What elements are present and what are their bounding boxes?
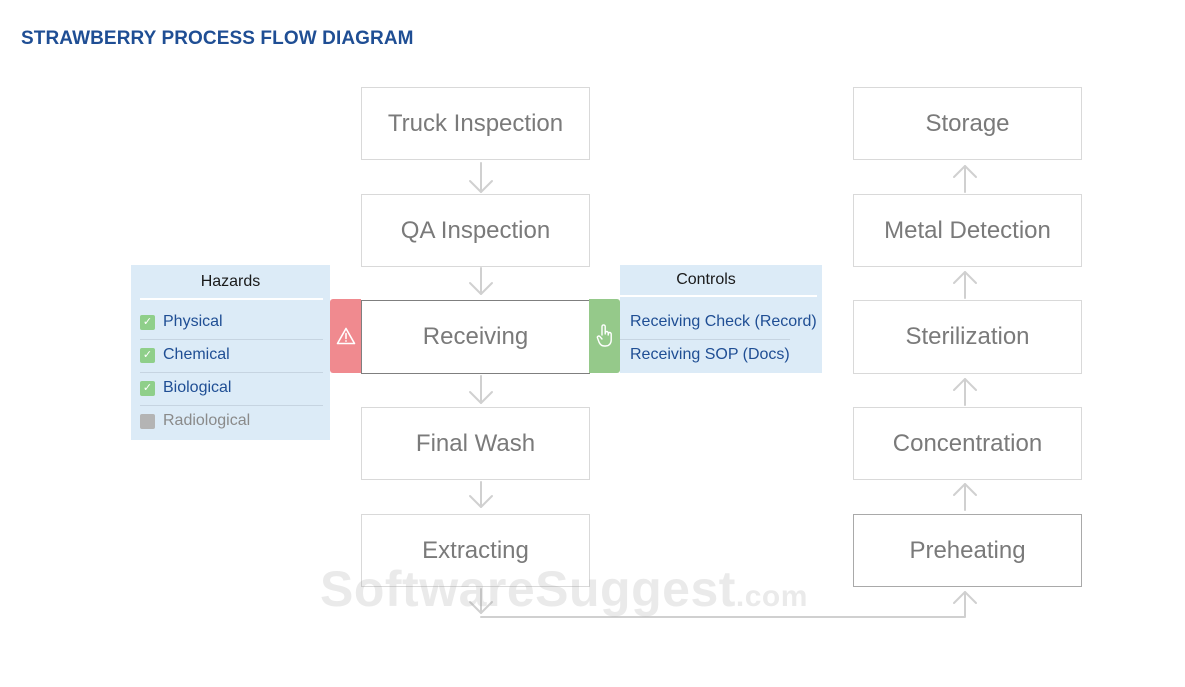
step-preheating[interactable]: Preheating [853,514,1082,587]
arrow-down-5 [469,588,493,614]
hazards-title: Hazards [200,273,261,290]
unchecked-box-icon[interactable] [140,413,155,429]
arrow-up-1 [953,483,977,511]
hazard-label: Biological [163,379,232,396]
arrow-down-3 [469,375,493,404]
controls-title-rule [620,295,817,297]
checkmark-icon[interactable]: ✓ [140,314,155,330]
watermark-text: SoftwareSuggest [320,561,736,617]
arrow-up-3 [953,271,977,299]
checkmark-icon[interactable]: ✓ [140,347,155,363]
hazard-item-physical[interactable]: ✓ Physical [140,311,223,333]
watermark: SoftwareSuggest.com [320,560,808,618]
hazard-label: Chemical [163,346,230,363]
step-concentration[interactable]: Concentration [853,407,1082,480]
control-item-receiving-check[interactable]: Receiving Check (Record) [630,313,817,330]
controls-panel [620,265,822,373]
arrow-down-4 [469,481,493,508]
controls-title: Controls [676,271,736,288]
step-qa-inspection[interactable]: QA Inspection [361,194,590,267]
hazard-item-chemical[interactable]: ✓ Chemical [140,344,230,366]
step-sterilization[interactable]: Sterilization [853,300,1082,374]
checkmark-icon[interactable]: ✓ [140,380,155,396]
hazard-item-biological[interactable]: ✓ Biological [140,377,231,399]
arrow-up-4 [953,165,977,193]
hazards-panel [131,265,330,440]
hazards-title-rule [140,298,323,300]
step-storage[interactable]: Storage [853,87,1082,160]
arrow-up-2 [953,378,977,406]
arrow-down-1 [469,162,493,193]
page-title: STRAWBERRY PROCESS FLOW DIAGRAM [21,28,414,49]
hazard-item-radiological[interactable]: Radiological [140,410,250,432]
row-divider [140,339,323,340]
row-divider [140,405,323,406]
row-divider [140,372,323,373]
hazard-tab[interactable] [330,299,361,373]
step-metal-detection[interactable]: Metal Detection [853,194,1082,267]
bottom-connector [480,591,966,618]
hand-pointer-icon [596,324,612,347]
warning-triangle-icon [336,327,355,345]
step-truck-inspection[interactable]: Truck Inspection [361,87,590,160]
hazard-label: Physical [163,313,223,330]
step-receiving[interactable]: Receiving [361,300,590,374]
control-tab[interactable] [589,299,620,373]
hazard-label: Radiological [163,412,251,429]
control-item-receiving-sop[interactable]: Receiving SOP (Docs) [630,346,790,363]
step-final-wash[interactable]: Final Wash [361,407,590,480]
step-extracting[interactable]: Extracting [361,514,590,587]
row-divider [620,339,790,340]
arrow-down-2 [469,267,493,295]
watermark-suffix: .com [735,580,808,613]
